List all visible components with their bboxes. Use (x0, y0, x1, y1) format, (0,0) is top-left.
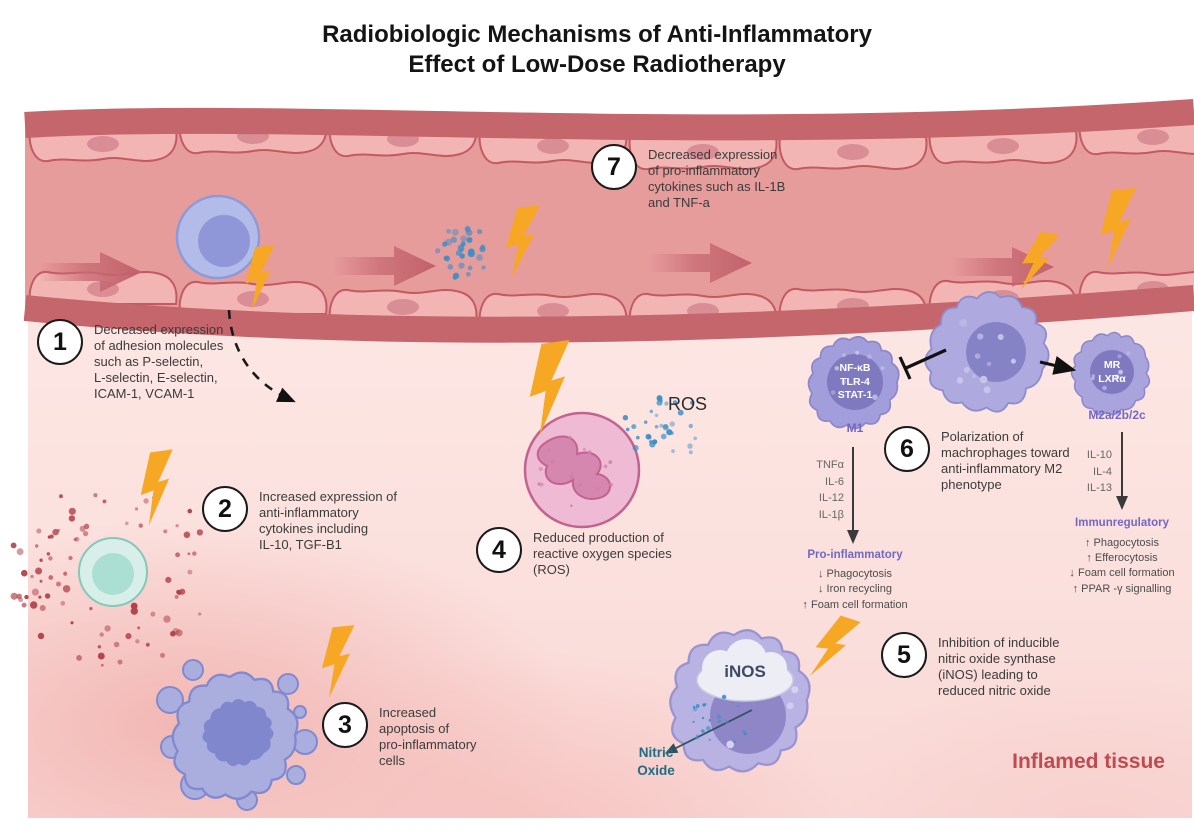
flow-arrow-icon (332, 246, 436, 286)
m2-cytokines-label: IL-10 IL-4 IL-13 (1086, 449, 1112, 494)
neutrophil-cell (523, 411, 641, 529)
annotation-5: 5 Inhibition of inducible nitric oxide s… (881, 632, 1131, 699)
nitric-oxide-dots (692, 694, 747, 744)
annotation-5-text: Inhibition of inducible nitric oxide syn… (938, 635, 1060, 699)
ros-dots-spray (622, 395, 697, 455)
annotation-6-number: 6 (884, 426, 930, 472)
inos-cloud (696, 639, 794, 702)
inflamed-tissue-label: Inflamed tissue (1012, 750, 1165, 773)
inhibition-tbar (898, 348, 947, 380)
flow-arrow-icon (648, 243, 752, 283)
immunregulatory-title: Immunregulatory (1075, 517, 1169, 529)
anti-inflammatory-cell (10, 493, 204, 667)
annotation-6-text: Polarization of machrophages toward anti… (941, 429, 1070, 493)
annotation-4-text: Reduced production of reactive oxygen sp… (533, 530, 672, 578)
cytokine-dots-cluster (435, 226, 486, 280)
leukocyte-cell (175, 194, 261, 280)
annotation-4: 4 Reduced production of reactive oxygen … (476, 527, 726, 578)
annotation-7-number: 7 (591, 144, 637, 190)
m2-label: M2a/2b/2c (1088, 408, 1146, 422)
nitric-oxide-label: Nitric Oxide (637, 745, 675, 779)
annotation-2-number: 2 (202, 486, 248, 532)
page-title: Radiobiologic Mechanisms of Anti-Inflamm… (0, 20, 1194, 80)
dashed-arrow (227, 309, 296, 403)
annotation-1-number: 1 (37, 319, 83, 365)
annotation-7: 7 Decreased expression of pro-inflammato… (591, 144, 831, 211)
vessel-wall-top (24, 99, 1194, 141)
m1-receptors-label: NF-κB TLR-4 STAT-1 (837, 362, 873, 402)
annotation-3-text: Increased apoptosis of pro-inflammatory … (379, 705, 477, 769)
annotation-5-number: 5 (881, 632, 927, 678)
neutrophil-speckles (537, 435, 613, 508)
m1-vesicles (830, 350, 885, 400)
ros-label: ROS (668, 394, 708, 414)
annotation-3-number: 3 (322, 702, 368, 748)
polarization-arrow (1039, 356, 1077, 375)
annotation-7-text: Decreased expression of pro-inflammatory… (648, 147, 786, 211)
annotation-1-text: Decreased expression of adhesion molecul… (94, 322, 224, 402)
central-macrophage-vesicles (956, 319, 1016, 394)
m1-macrophage-cell (807, 335, 900, 430)
inos-cell (664, 629, 811, 773)
m2-vesicles (1090, 351, 1131, 391)
central-macrophage-cell (912, 229, 1064, 429)
title-line-2: Effect of Low-Dose Radiotherapy (408, 51, 786, 78)
immunregulatory-list: ↑ Phagocytosis ↑ Efferocytosis ↓ Foam ce… (1069, 537, 1175, 595)
annotation-6: 6 Polarization of machrophages toward an… (884, 426, 1134, 493)
red-cytokine-spray (10, 493, 204, 667)
pro-inflammatory-title: Pro-inflammatory (807, 549, 903, 561)
nitric-oxide-arrow (664, 709, 753, 754)
inos-label: iNOS (724, 662, 766, 681)
annotation-2: 2 Increased expression of anti-inflammat… (202, 486, 452, 553)
annotation-1: 1 Decreased expression of adhesion molec… (37, 319, 267, 403)
title-line-1: Radiobiologic Mechanisms of Anti-Inflamm… (322, 21, 872, 48)
flow-arrow-icon (38, 252, 142, 292)
m2-receptors-label: MR LXRα (1098, 359, 1126, 385)
m1-cytokines-label: TNFα IL-6 IL-12 IL-1β (816, 459, 844, 521)
annotation-2-text: Increased expression of anti-inflammator… (259, 489, 398, 553)
pro-inflammatory-list: ↓ Phagocytosis ↓ Iron recycling ↑ Foam c… (802, 568, 908, 611)
m1-label: M1 (846, 421, 864, 435)
annotation-3: 3 Increased apoptosis of pro-inflammator… (322, 702, 522, 769)
annotation-4-number: 4 (476, 527, 522, 573)
apoptotic-cell (156, 659, 318, 811)
m2-macrophage-cell (1057, 319, 1165, 427)
